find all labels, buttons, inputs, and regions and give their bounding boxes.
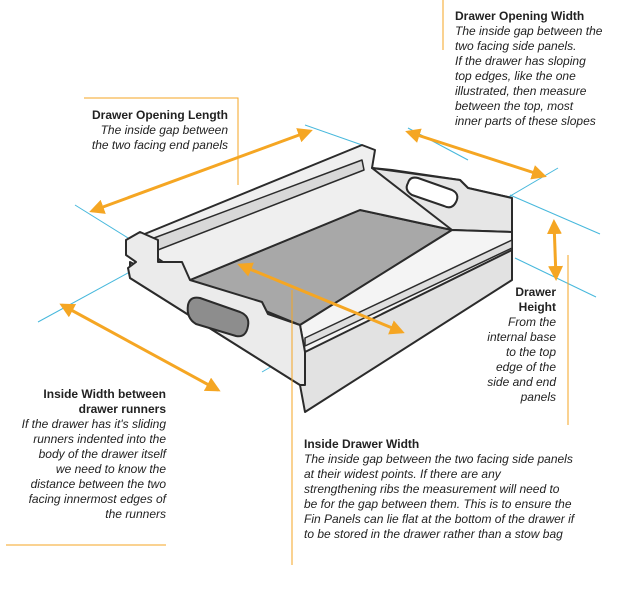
inside-drawer-width-line: Fin Panels can lie flat at the bottom of… [304,512,575,526]
inside-drawer-width-line: be for the gap between them. This is to … [304,497,572,511]
extension-line [509,194,601,235]
drawer-opening-width-line: top edges, like the one [455,69,576,83]
drawer-opening-length-label: Drawer Opening Length The inside gap bet… [60,108,228,153]
inside-drawer-width-line: to be stored in the drawer rather than a… [304,527,563,541]
extension-line [74,204,129,239]
inside-width-runners-title: Inside Width between [43,387,166,401]
drawer-height-title: Height [518,300,556,314]
drawer-height-line: side and end [487,375,556,389]
drawer-height-label: Drawer Height From the internal base to … [460,285,556,405]
opening-width-arrow [405,128,547,180]
extension-line [407,127,469,161]
opening-length-arrow [89,128,313,214]
inside-drawer-width-line: at their widest points. If there are any [304,467,501,481]
inside-width-runners-line: body of the drawer itself [38,447,166,461]
drawer-opening-width-line: two facing side panels. [455,39,577,53]
drawer-height-line: panels [520,390,556,404]
leader-lines [6,0,569,565]
drawer-opening-width-line: If the drawer has sloping [455,54,586,68]
drawer-height-title: Drawer [515,285,556,299]
extension-line [499,167,559,203]
drawer-opening-width-title: Drawer Opening Width [455,9,585,23]
drawer-opening-length-line: The inside gap between [100,123,228,137]
inside-width-runners-title: drawer runners [78,402,166,416]
inside-width-runners-line: we need to know the [55,462,166,476]
inside-width-runners-line: the runners [105,507,166,521]
drawer-height-line: edge of the [495,360,556,374]
inside-drawer-width-title: Inside Drawer Width [304,437,420,451]
inside-width-runners-line: distance between the two [30,477,166,491]
drawer-width-arrow [237,262,405,335]
inside-drawer-width-label: Inside Drawer Width The inside gap betwe… [304,437,612,542]
inside-width-runners-label: Inside Width between drawer runners If t… [6,387,166,522]
drawer-opening-width-line: The inside gap between the [455,24,603,38]
inside-drawer-width-line: The inside gap between the two facing si… [304,452,573,466]
inside-width-runners-line: runners indented into the [33,432,166,446]
inside-width-runners-line: facing innermost edges of [28,492,166,506]
height-arrow [546,219,564,281]
drawer-opening-width-line: between the top, most [455,99,574,113]
inside-drawer-width-line: strengthening ribs the measurement will … [304,482,560,496]
extension-line [304,124,363,146]
drawer-opening-width-line: illustrated, then measure [455,84,587,98]
inside-width-runners-line: If the drawer has it's sliding [21,417,166,431]
drawer-opening-length-line: the two facing end panels [91,138,228,152]
drawer-opening-width-label: Drawer Opening Width The inside gap betw… [455,9,615,129]
drawer-opening-length-title: Drawer Opening Length [91,108,228,122]
drawer-height-line: internal base [487,330,556,344]
opening-length-leader [84,97,239,185]
dimension-arrows [59,128,564,392]
drawer-opening-width-line: inner parts of these slopes [455,114,596,128]
inside-width-arrow [59,303,221,392]
drawer-height-line: From the [507,315,556,329]
drawer-height-line: to the top [505,345,556,359]
